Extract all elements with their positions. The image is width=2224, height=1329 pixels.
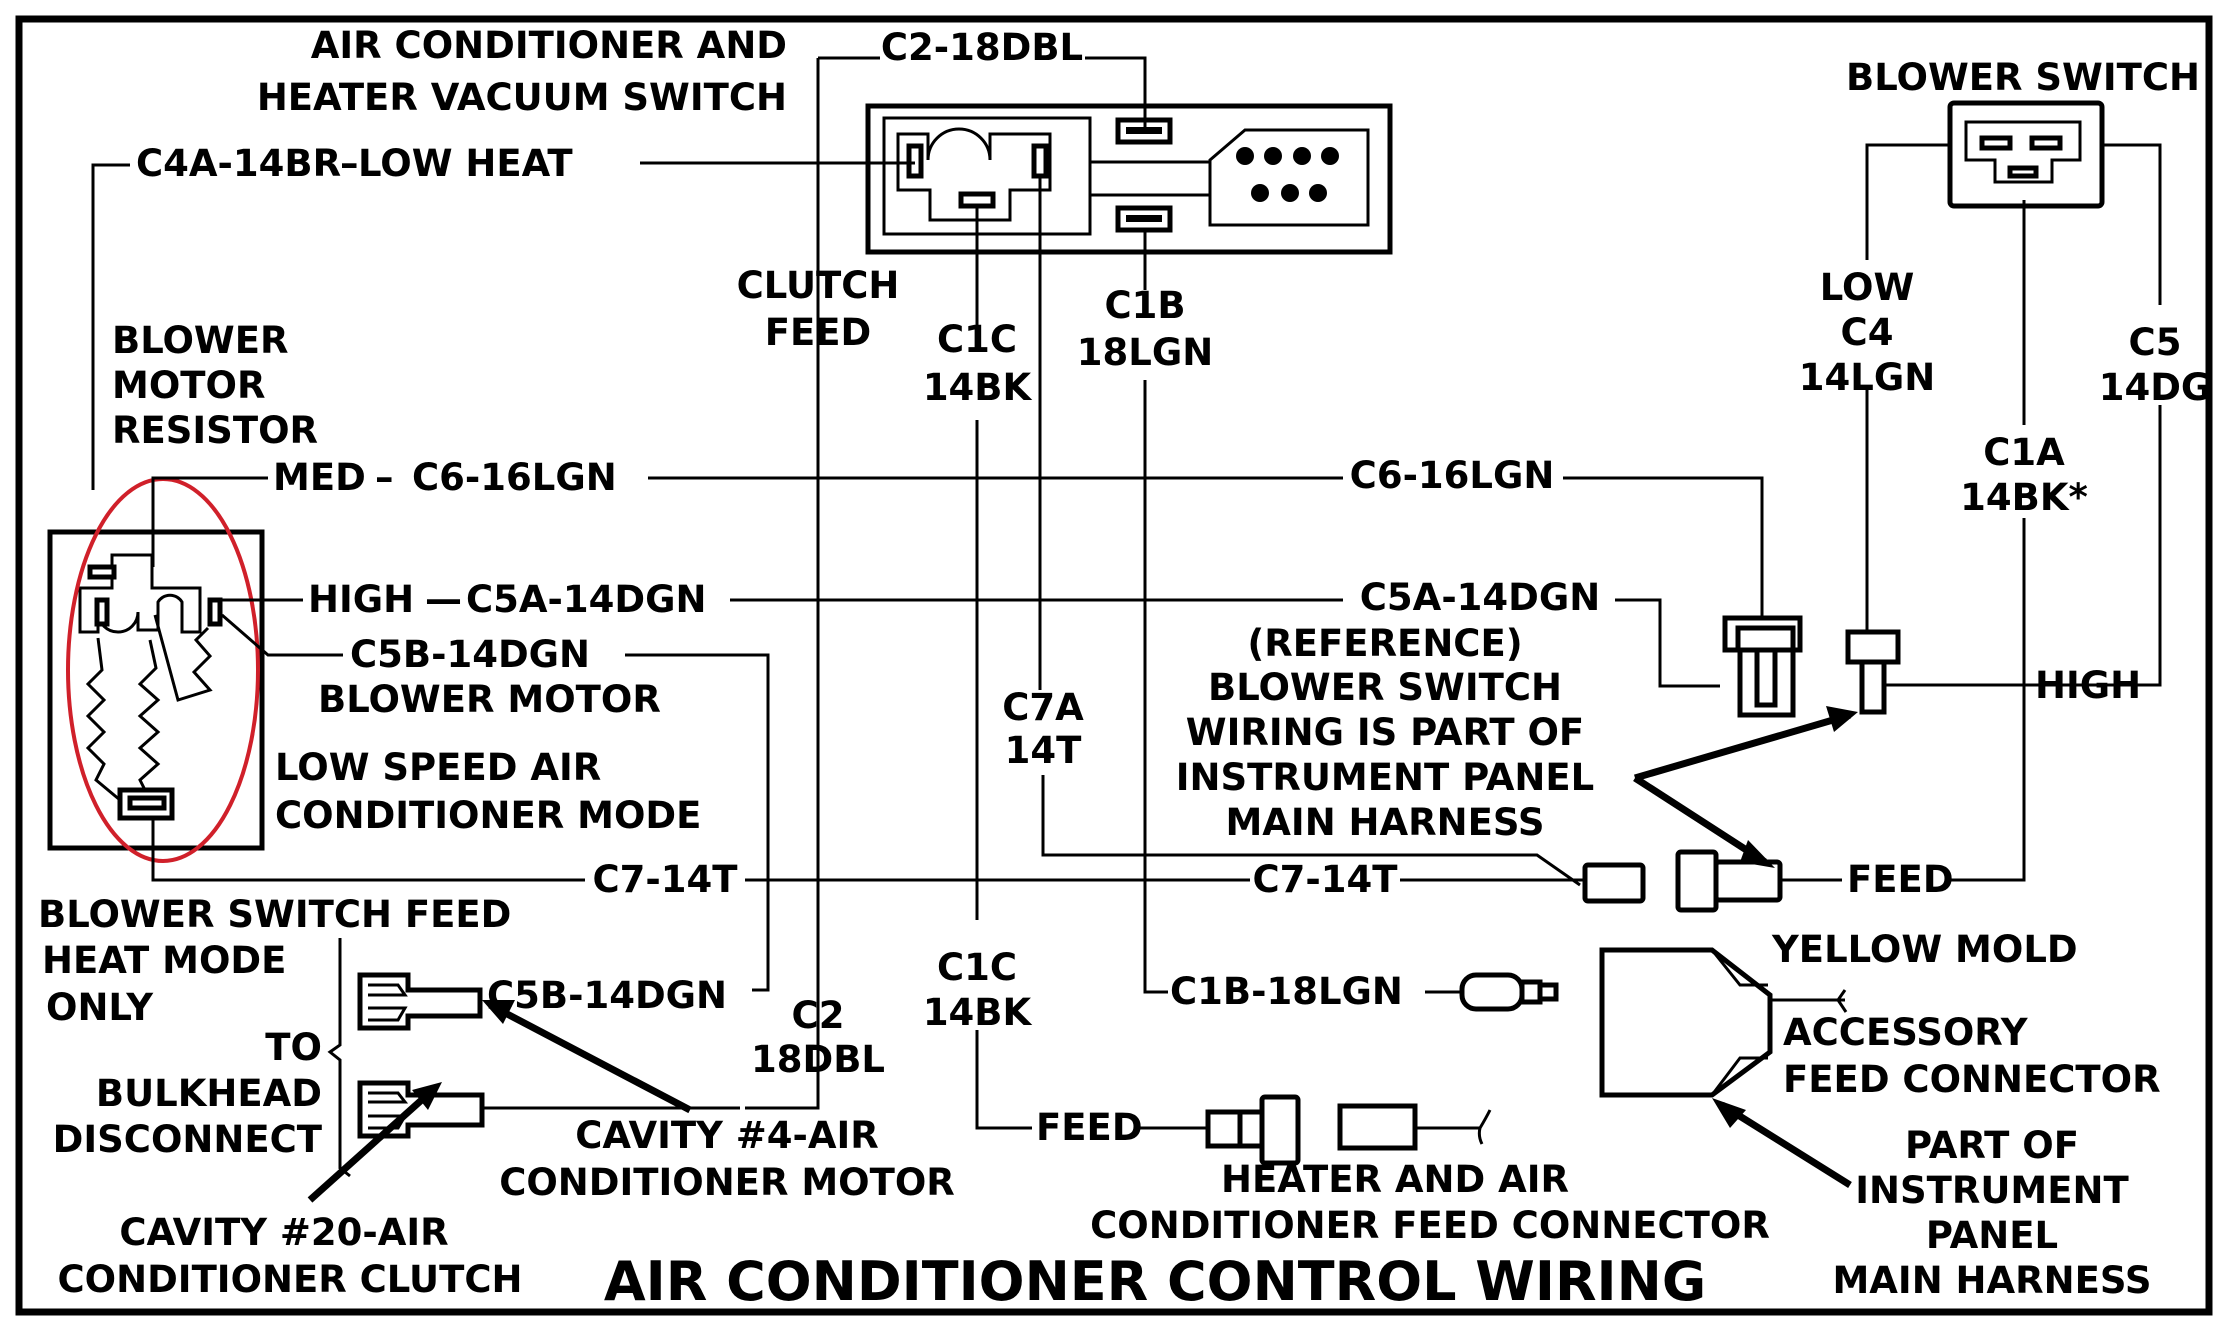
diagram-frame bbox=[15, 15, 2213, 1316]
wire-c1c bbox=[975, 1030, 1032, 1130]
blower-feed-label-2: HEAT MODE bbox=[42, 939, 286, 982]
reference-label-4: INSTRUMENT PANEL bbox=[1176, 756, 1595, 799]
resistor-label-2: MOTOR bbox=[112, 364, 265, 407]
cavity4-arrow bbox=[488, 1001, 692, 1114]
heater-feed-connector bbox=[1140, 1094, 1492, 1166]
wire-label-c7a-2: 14T bbox=[1005, 729, 1082, 772]
dash: – bbox=[375, 456, 394, 499]
reference-label-2: BLOWER SWITCH bbox=[1208, 666, 1562, 709]
part-of-label-1: PART OF bbox=[1905, 1124, 2079, 1167]
bulkhead-connectors bbox=[357, 972, 485, 1139]
blower-switch bbox=[1947, 100, 2105, 209]
low-speed-label-2: CONDITIONER MODE bbox=[275, 794, 701, 837]
accessory-label-1: ACCESSORY bbox=[1783, 1011, 2029, 1054]
wire-label-c2-bottom-1: C2 bbox=[792, 994, 845, 1037]
blower-feed-label-1: BLOWER SWITCH FEED bbox=[38, 893, 511, 936]
yellow-mold-label: YELLOW MOLD bbox=[1771, 928, 2078, 971]
wire-c5b bbox=[625, 653, 770, 992]
wire-c2 bbox=[745, 58, 820, 1110]
wire-label-c1b-2: 18LGN bbox=[1077, 331, 1213, 374]
part-of-arrow bbox=[1720, 1102, 1852, 1188]
bulkhead-label-2: BULKHEAD bbox=[96, 1072, 322, 1115]
part-of-label-3: PANEL bbox=[1926, 1214, 2058, 1257]
wire-label-c1b-1: C1B bbox=[1104, 284, 1185, 327]
wire-c4a bbox=[91, 163, 130, 490]
dash: — bbox=[425, 578, 462, 621]
heater-feed-label-2: CONDITIONER FEED CONNECTOR bbox=[1090, 1204, 1770, 1247]
accessory-label-2: FEED CONNECTOR bbox=[1783, 1058, 2161, 1101]
heater-feed-label-1: HEATER AND AIR bbox=[1221, 1158, 1569, 1201]
blower-motor-resistor bbox=[47, 529, 265, 851]
cavity20-label-2: CONDITIONER CLUTCH bbox=[58, 1258, 523, 1301]
reference-arrow-2 bbox=[1633, 775, 1767, 865]
wire-label-feed-right: FEED bbox=[1847, 858, 1954, 901]
wire-label-c4a: C4A-14BR bbox=[136, 142, 341, 185]
blower-switch-label: BLOWER SWITCH bbox=[1846, 56, 2200, 99]
wire-label-c1b-bottom: C1B-18LGN bbox=[1170, 970, 1403, 1013]
wire-label-high: HIGH bbox=[308, 578, 414, 621]
wire-c5 bbox=[2145, 405, 2162, 687]
part-of-label-2: INSTRUMENT bbox=[1855, 1169, 2129, 1212]
wire-label-high-right: HIGH bbox=[2035, 664, 2141, 707]
wire-label-c7a-1: C7A bbox=[1002, 686, 1084, 729]
wire-label-14lgn: 14LGN bbox=[1799, 356, 1935, 399]
reference-label-1: (REFERENCE) bbox=[1247, 622, 1522, 665]
wire-label-low: LOW bbox=[1820, 266, 1915, 309]
accessory-feed-connector bbox=[1599, 947, 1848, 1098]
wire-label-c5a-left: C5A-14DGN bbox=[466, 578, 706, 621]
resistor-label-1: BLOWER bbox=[112, 319, 289, 362]
wire-label-c1c-bottom-1: C1C bbox=[937, 946, 1017, 989]
blower-motor-label: BLOWER MOTOR bbox=[318, 678, 661, 721]
low-speed-label-1: LOW SPEED AIR bbox=[275, 746, 601, 789]
wire-label-c5: C5 bbox=[2129, 321, 2182, 364]
wire-label-c5a-right: C5A-14DGN bbox=[1360, 576, 1600, 619]
wire-c1b bbox=[1143, 380, 1168, 994]
reference-label-5: MAIN HARNESS bbox=[1225, 801, 1544, 844]
wire-label-c5b: C5B-14DGN bbox=[350, 633, 590, 676]
wire-c6 bbox=[1563, 476, 1764, 620]
wire-label-c1c-bottom-2: 14BK bbox=[923, 991, 1033, 1034]
wire-label-c2-top: C2-18DBL bbox=[881, 26, 1083, 69]
cavity20-arrow bbox=[307, 1085, 438, 1203]
cavity4-label-1: CAVITY #4-AIR bbox=[575, 1114, 879, 1157]
c1b-connector bbox=[1425, 972, 1559, 1012]
resistor-label-3: RESISTOR bbox=[112, 409, 318, 452]
reference-label-3: WIRING IS PART OF bbox=[1186, 711, 1584, 754]
wire-label-feed: FEED bbox=[765, 311, 872, 354]
wire-label-c5b-bottom: C5B-14DGN bbox=[487, 974, 727, 1017]
blower-switch-connectors bbox=[1582, 615, 1901, 913]
wire-label-c7-right: C7-14T bbox=[1253, 858, 1399, 901]
wire-label-14dg: 14DG bbox=[2099, 366, 2212, 409]
vacuum-switch bbox=[865, 103, 1393, 255]
wire-label-low-heat: LOW HEAT bbox=[358, 142, 573, 185]
blower-feed-label-3: ONLY bbox=[46, 986, 154, 1029]
dash: – bbox=[340, 142, 359, 185]
wire-label-c4: C4 bbox=[1841, 311, 1894, 354]
reference-arrow-1 bbox=[1634, 711, 1851, 782]
wire-label-14bk-star: 14BK* bbox=[1960, 476, 2088, 519]
wire-label-med: MED bbox=[273, 456, 366, 499]
wire-label-c2-bottom-2: 18DBL bbox=[751, 1038, 885, 1081]
wire-label-feed-bottom: FEED bbox=[1036, 1106, 1143, 1149]
wire-label-c1c-2: 14BK bbox=[923, 366, 1033, 409]
wire-label-clutch: CLUTCH bbox=[737, 264, 900, 307]
cavity20-label-1: CAVITY #20-AIR bbox=[119, 1211, 448, 1254]
bulkhead-label-1: TO bbox=[265, 1026, 322, 1069]
part-of-label-4: MAIN HARNESS bbox=[1832, 1259, 2151, 1302]
bulkhead-brace bbox=[327, 938, 351, 1178]
wire-c5a bbox=[1615, 598, 1720, 688]
vacuum-switch-label-2: HEATER VACUUM SWITCH bbox=[257, 76, 787, 119]
wire-label-c6-left: C6-16LGN bbox=[412, 456, 617, 499]
wire-label-c7-left: C7-14T bbox=[593, 858, 739, 901]
wire-label-c1a: C1A bbox=[1983, 431, 2065, 474]
wire-label-c1c-1: C1C bbox=[937, 318, 1017, 361]
diagram-title: AIR CONDITIONER CONTROL WIRING bbox=[604, 1250, 1706, 1313]
vacuum-switch-label-1: AIR CONDITIONER AND bbox=[311, 24, 787, 67]
wire-c1a bbox=[2010, 518, 2026, 882]
vacuum-ports bbox=[1236, 147, 1339, 202]
bulkhead-label-3: DISCONNECT bbox=[53, 1118, 323, 1161]
wire-label-c6-right: C6-16LGN bbox=[1350, 454, 1555, 497]
cavity4-label-2: CONDITIONER MOTOR bbox=[499, 1161, 955, 1204]
